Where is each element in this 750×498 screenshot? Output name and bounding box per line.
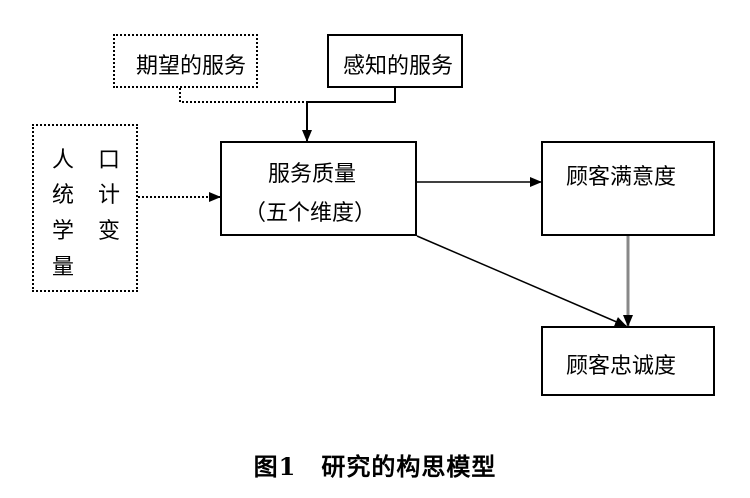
demographics-char: 统	[52, 183, 75, 208]
demographics-char: 人	[52, 148, 75, 173]
service-quality-label: 服务质量	[268, 162, 357, 187]
perceived-service-box: 感知的服务	[327, 34, 463, 88]
demographics-char: 变	[98, 219, 121, 244]
customer-satisfaction-label: 顾客满意度	[566, 165, 677, 190]
figure-caption: 图1 研究的构思模型	[253, 452, 497, 481]
expected-connector	[179, 88, 307, 103]
expected-service-box: 期望的服务	[113, 34, 258, 88]
perceived-connector	[307, 88, 396, 103]
demographics-char: 口	[98, 148, 121, 173]
customer-loyalty-label: 顾客忠诚度	[566, 354, 677, 379]
service-quality-dimensions: （五个维度）	[244, 201, 377, 226]
demographics-char: 量	[52, 255, 75, 280]
perceived-service-label: 感知的服务	[343, 54, 454, 79]
quality-loyalty-arrow	[416, 235, 627, 327]
customer-satisfaction-box: 顾客满意度	[541, 141, 715, 236]
customer-loyalty-box: 顾客忠诚度	[541, 326, 715, 396]
service-quality-box: 服务质量 （五个维度）	[220, 141, 417, 236]
expected-service-label: 期望的服务	[136, 54, 247, 79]
demographics-box: 人 统 学 量 口 计 变	[32, 124, 138, 292]
demographics-char: 计	[98, 183, 121, 208]
demographics-char: 学	[52, 219, 75, 244]
